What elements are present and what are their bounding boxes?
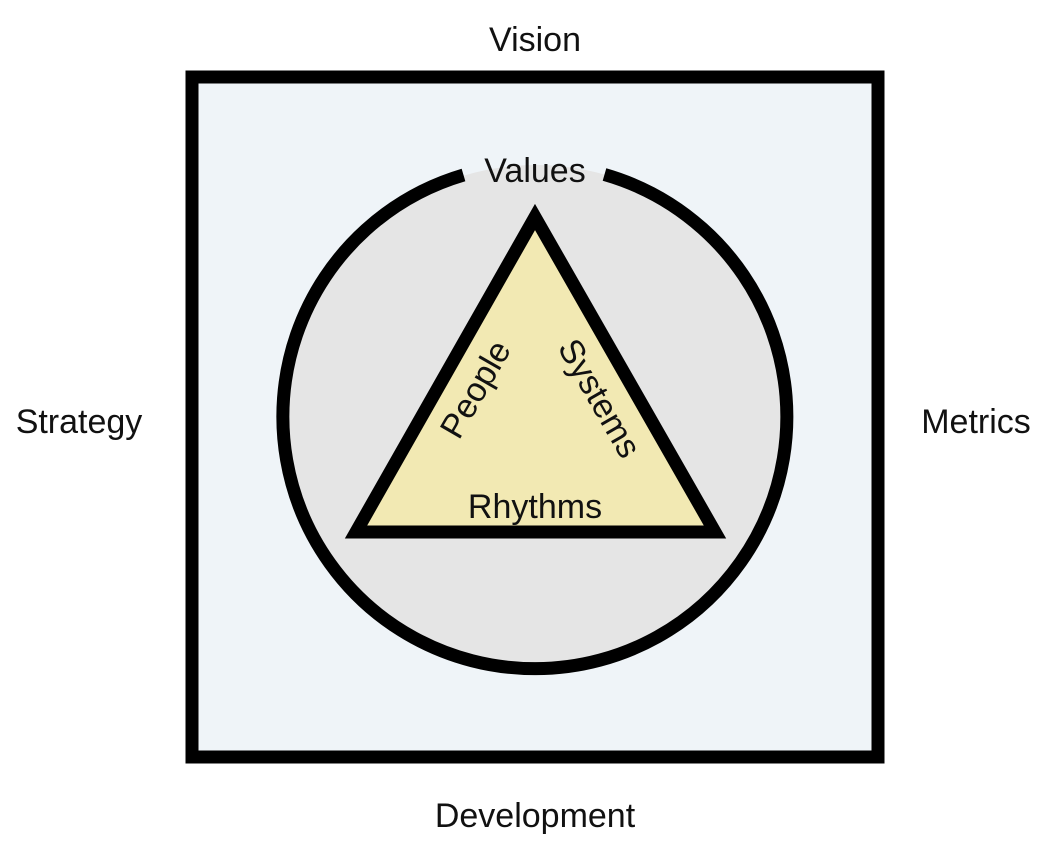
metrics-label: Metrics	[921, 403, 1031, 441]
vision-label: Vision	[489, 21, 581, 59]
strategy-label: Strategy	[16, 403, 143, 441]
inner-triangle	[344, 203, 727, 539]
development-label: Development	[435, 797, 636, 835]
values-label: Values	[484, 152, 585, 190]
circle-outline	[276, 168, 794, 676]
rhythms-label: Rhythms	[468, 488, 602, 526]
